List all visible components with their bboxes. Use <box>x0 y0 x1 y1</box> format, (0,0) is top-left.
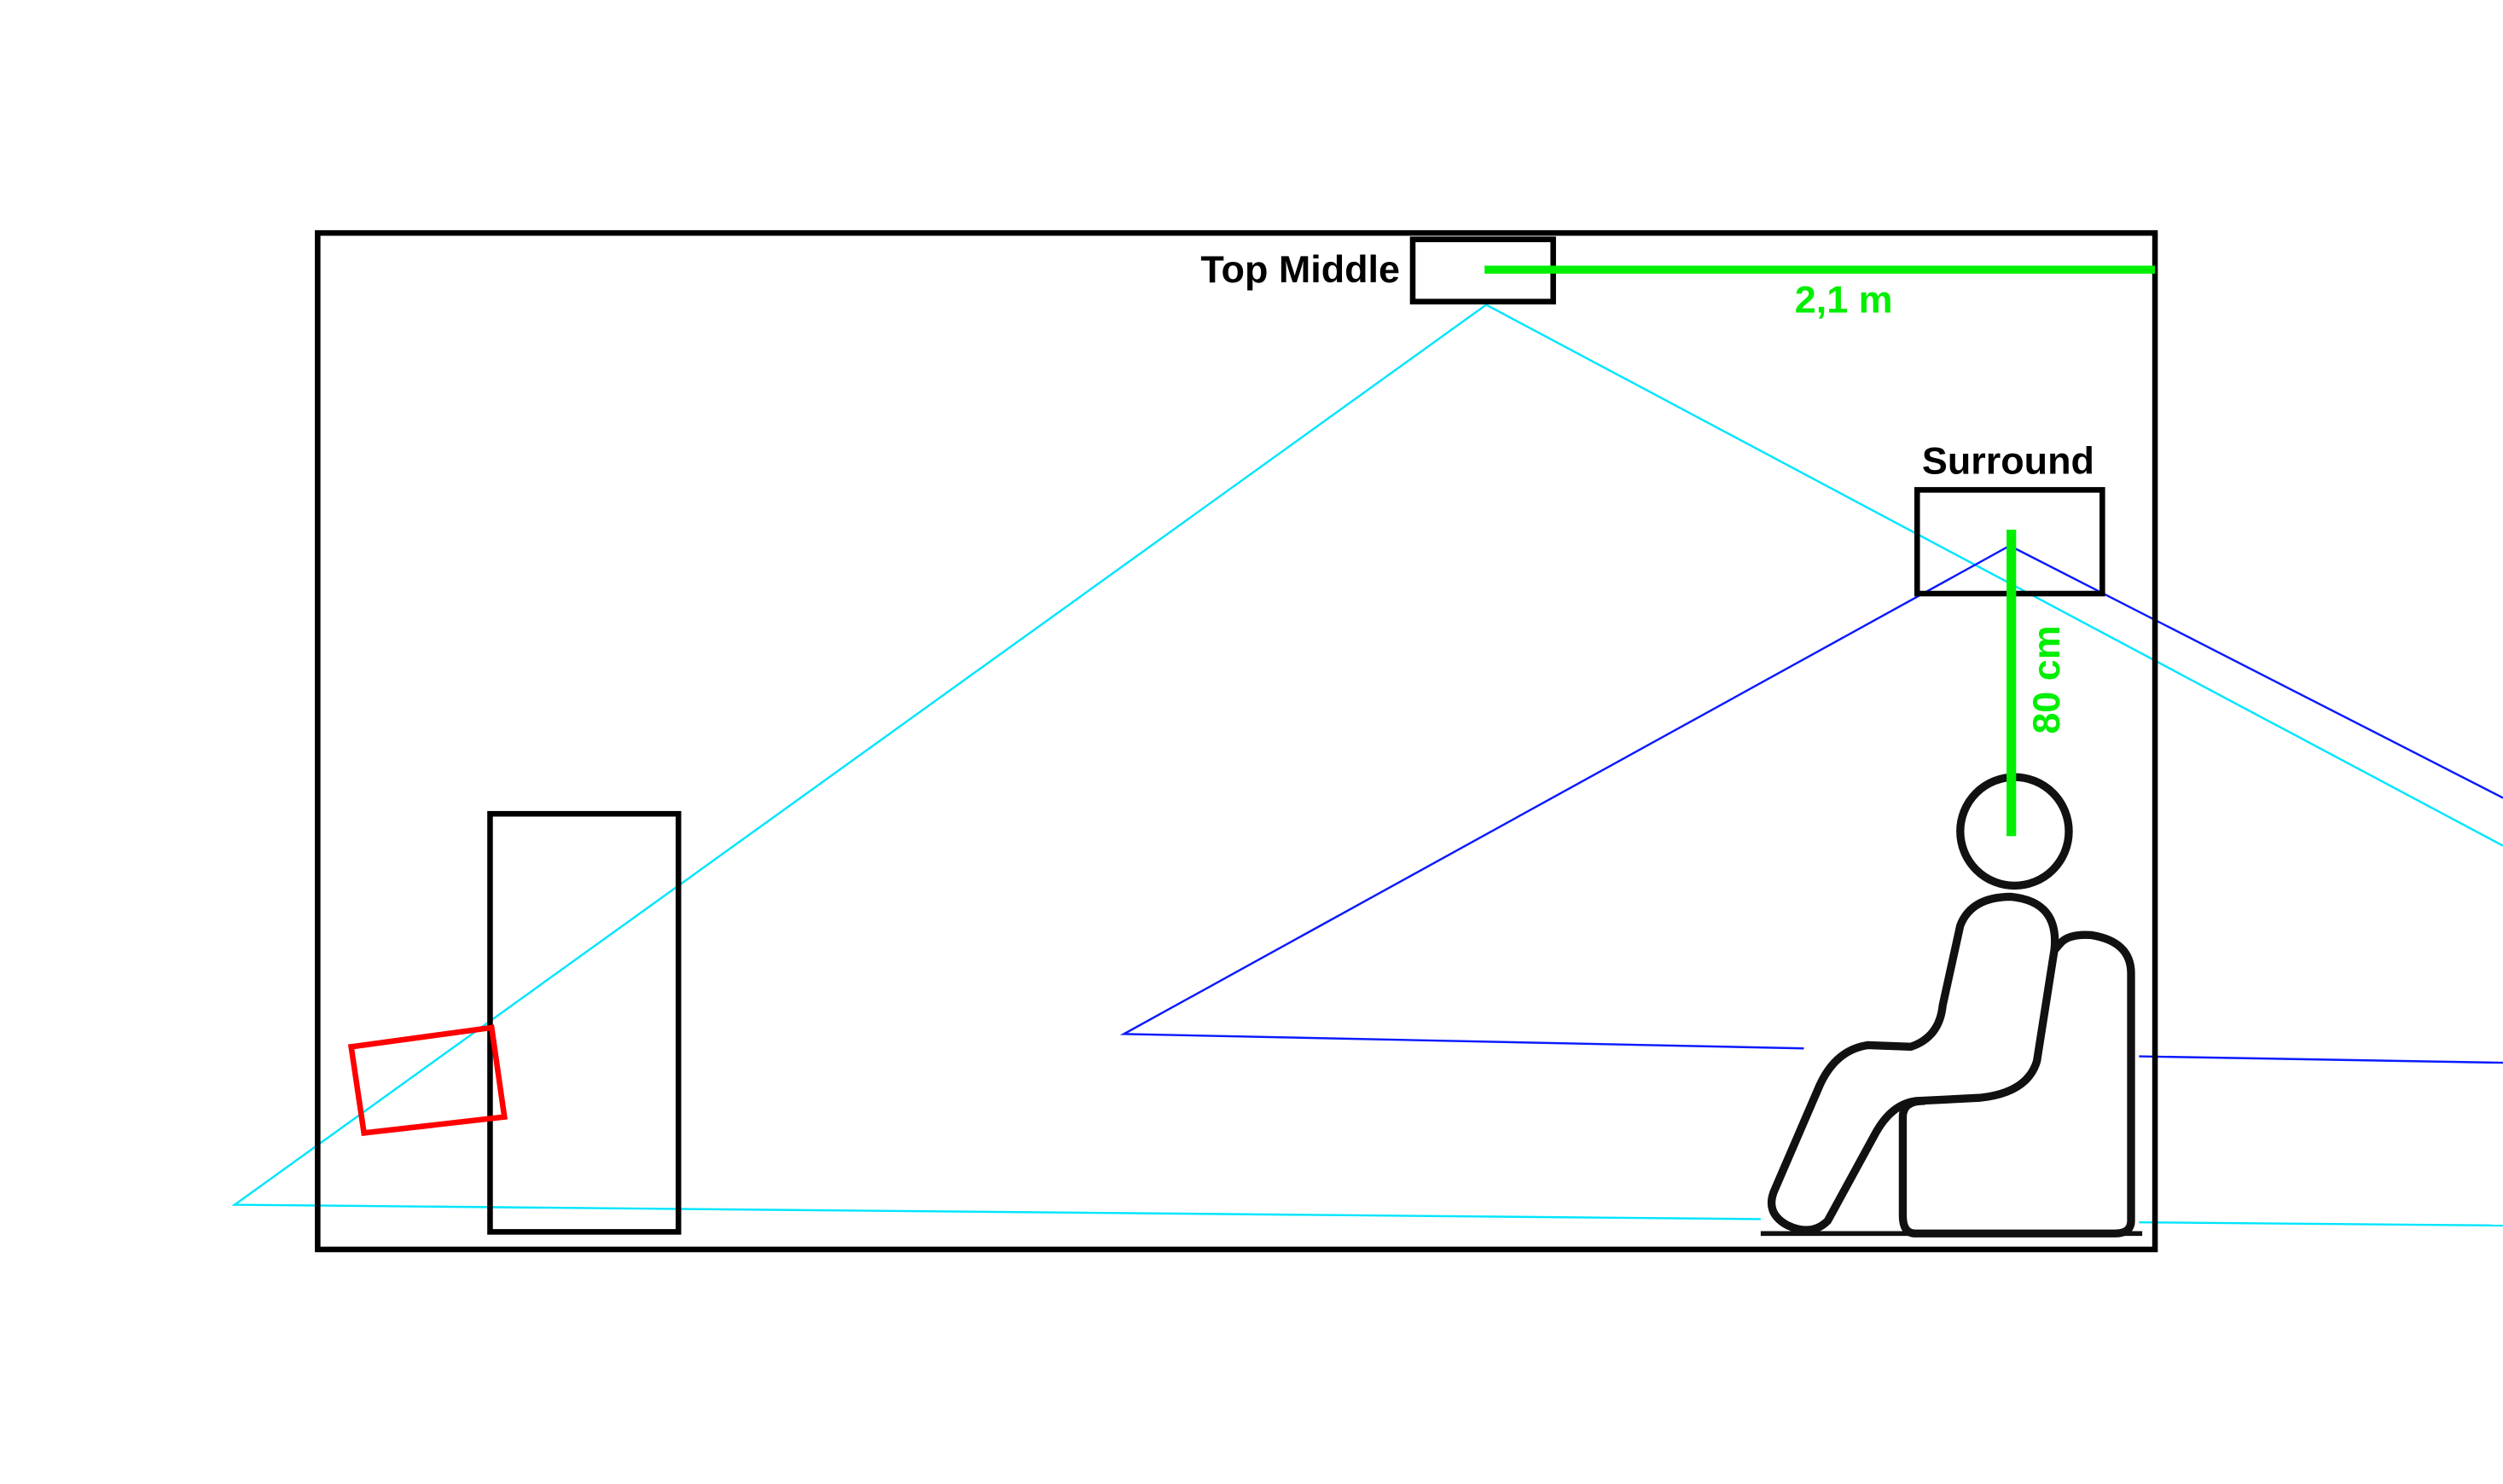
room-outline <box>315 229 2158 1253</box>
person-body <box>1768 892 2059 1234</box>
top-middle-beam-left <box>231 304 1761 1220</box>
horizontal-measure-label: 2,1 m <box>1795 278 1893 322</box>
surround-beam-left <box>1119 544 2011 1050</box>
top-middle-beam <box>231 304 2503 1227</box>
tall-cabinet <box>487 810 682 1235</box>
top-middle-beam-floor <box>2139 1220 2503 1227</box>
top-middle-label: Top Middle <box>1200 247 1400 291</box>
seated-person <box>1768 773 2135 1238</box>
surround-label: Surround <box>1922 439 2094 483</box>
projector <box>347 1024 508 1136</box>
top-middle-beam-right <box>1485 304 2503 847</box>
vertical-measure-label: 80 cm <box>2024 625 2068 733</box>
surround-beam-floor <box>2139 1055 2503 1064</box>
surround-beam <box>1119 544 2503 1064</box>
surround-beam-right <box>2009 544 2503 799</box>
